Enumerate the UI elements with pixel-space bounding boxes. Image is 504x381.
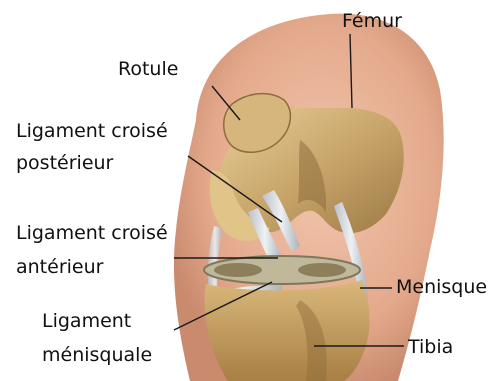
label-tibia: Tibia <box>408 336 453 358</box>
label-menisque: Menisque <box>396 276 487 298</box>
meniscus-inner-right <box>298 263 346 277</box>
label-rotule: Rotule <box>118 58 178 80</box>
label-lm-line2: ménisquale <box>42 344 152 366</box>
label-lcp-line1: Ligament croisé <box>16 120 168 142</box>
label-lm-line1: Ligament <box>42 310 131 332</box>
label-lcp-line2: postérieur <box>16 152 113 174</box>
label-femur: Fémur <box>342 10 402 32</box>
tibia-bone <box>205 280 370 381</box>
label-lca-line2: antérieur <box>16 256 103 278</box>
label-lca-line1: Ligament croisé <box>16 222 168 244</box>
meniscus-inner-left <box>214 263 262 277</box>
